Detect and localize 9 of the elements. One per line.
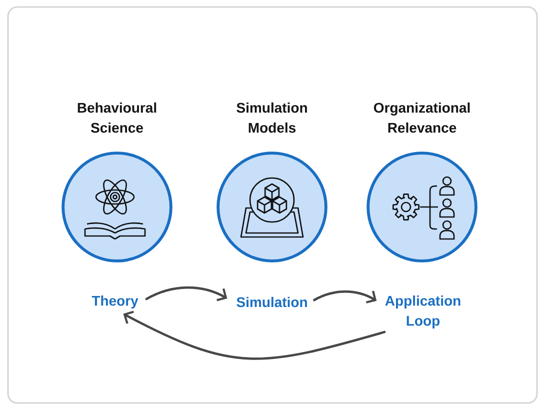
heading: Organizational Relevance [374, 102, 470, 133]
step-label: Theory [92, 295, 138, 309]
step-label: Application Loop [385, 295, 460, 329]
heading: Simulation Models [236, 102, 307, 133]
heading: Behavioural Science [78, 102, 156, 133]
arrow [145, 286, 228, 302]
arrow [123, 310, 386, 360]
arrow [313, 290, 377, 304]
step-label: Simulation [236, 296, 307, 308]
